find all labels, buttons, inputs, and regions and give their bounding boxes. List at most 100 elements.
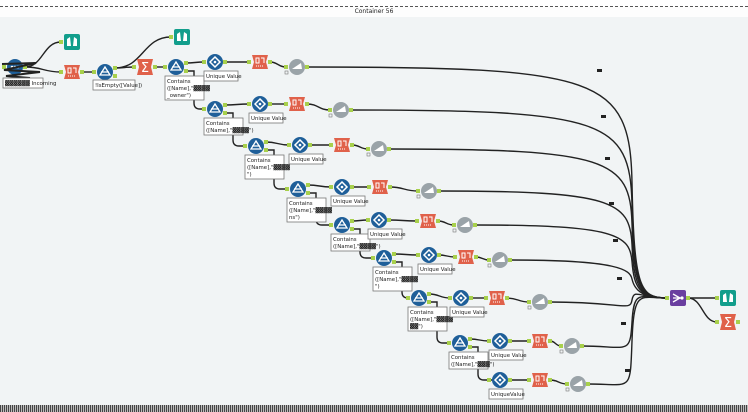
crosstab-tool[interactable] — [367, 180, 392, 194]
connection-anchor[interactable] — [468, 345, 472, 349]
unique-tool[interactable] — [202, 54, 227, 70]
unique-tool[interactable] — [366, 212, 391, 228]
connection-anchor[interactable] — [508, 258, 512, 262]
connection-anchor[interactable] — [388, 185, 392, 189]
output-tool[interactable] — [366, 141, 391, 157]
connection-anchor[interactable] — [305, 102, 309, 106]
connection-wire[interactable] — [389, 186, 419, 192]
connection-anchor[interactable] — [473, 223, 477, 227]
connection-wire[interactable] — [437, 220, 455, 226]
filter-tool[interactable] — [329, 217, 354, 233]
output-tool[interactable] — [487, 252, 512, 268]
connection-anchor[interactable] — [437, 189, 441, 193]
connection-wire[interactable] — [265, 141, 290, 146]
connection-wire[interactable] — [114, 66, 135, 69]
crosstab-tool[interactable] — [453, 250, 478, 264]
connection-anchor[interactable] — [436, 219, 440, 223]
connection-anchor[interactable] — [448, 296, 452, 300]
connection-anchor[interactable] — [416, 189, 420, 193]
connection-anchor[interactable] — [308, 143, 312, 147]
connection-anchor[interactable] — [169, 35, 173, 39]
connection-anchor[interactable] — [329, 223, 333, 227]
connection-wire[interactable] — [351, 144, 369, 150]
connection-wire[interactable] — [388, 219, 418, 222]
connection-anchor[interactable] — [268, 60, 272, 64]
connection-anchor[interactable] — [484, 296, 488, 300]
connection-anchor[interactable] — [548, 339, 552, 343]
unique-tool[interactable] — [416, 247, 441, 263]
connection-anchor[interactable] — [452, 223, 456, 227]
connection-wire[interactable] — [438, 254, 456, 258]
connection-anchor[interactable] — [559, 344, 563, 348]
connection-anchor[interactable] — [487, 378, 491, 382]
union-input-wire[interactable] — [388, 148, 668, 299]
connection-anchor[interactable] — [243, 144, 247, 148]
connection-wire[interactable] — [306, 103, 331, 111]
connection-anchor[interactable] — [329, 185, 333, 189]
connection-wire[interactable] — [186, 70, 204, 110]
connection-anchor[interactable] — [527, 339, 531, 343]
output-tool[interactable] — [416, 183, 441, 199]
connection-anchor[interactable] — [686, 296, 690, 300]
filter-tool[interactable] — [371, 250, 396, 266]
output-tool[interactable] — [559, 338, 584, 354]
filter-tool[interactable] — [163, 59, 188, 75]
unique-tool[interactable] — [287, 137, 312, 153]
connection-anchor[interactable] — [508, 339, 512, 343]
connection-anchor[interactable] — [92, 70, 96, 74]
connection-anchor[interactable] — [306, 191, 310, 195]
crosstab-tool[interactable] — [247, 55, 272, 69]
connection-anchor[interactable] — [59, 40, 63, 44]
filter-tool[interactable] — [92, 64, 117, 80]
connection-anchor[interactable] — [468, 337, 472, 341]
filter-tool[interactable] — [243, 138, 268, 154]
connection-anchor[interactable] — [223, 103, 227, 107]
connection-anchor[interactable] — [548, 300, 552, 304]
connection-wire[interactable] — [225, 112, 245, 147]
connection-anchor[interactable] — [453, 255, 457, 259]
unique-tool[interactable] — [487, 333, 512, 349]
browse-tool[interactable] — [169, 29, 190, 45]
output-tool[interactable] — [328, 102, 353, 118]
connection-anchor[interactable] — [366, 218, 370, 222]
connection-anchor[interactable] — [113, 74, 117, 78]
connection-anchor[interactable] — [264, 140, 268, 144]
connection-anchor[interactable] — [474, 255, 478, 259]
connection-anchor[interactable] — [350, 227, 354, 231]
connection-anchor[interactable] — [113, 66, 117, 70]
connection-anchor[interactable] — [427, 300, 431, 304]
connection-anchor[interactable] — [247, 102, 251, 106]
connection-anchor[interactable] — [284, 102, 288, 106]
connection-anchor[interactable] — [59, 70, 63, 74]
connection-anchor[interactable] — [665, 296, 669, 300]
connection-anchor[interactable] — [392, 260, 396, 264]
connection-anchor[interactable] — [416, 253, 420, 257]
connection-anchor[interactable] — [223, 60, 227, 64]
filter-tool[interactable] — [447, 335, 472, 351]
connection-anchor[interactable] — [2, 65, 6, 69]
crosstab-tool[interactable] — [329, 138, 354, 152]
connection-anchor[interactable] — [306, 183, 310, 187]
connection-anchor[interactable] — [350, 185, 354, 189]
connection-wire[interactable] — [393, 253, 419, 256]
connection-wire[interactable] — [24, 41, 62, 68]
connection-anchor[interactable] — [415, 219, 419, 223]
connection-anchor[interactable] — [580, 344, 584, 348]
filter-tool[interactable] — [406, 290, 431, 306]
connection-anchor[interactable] — [715, 296, 719, 300]
connection-wire[interactable] — [549, 379, 568, 385]
output-tool[interactable] — [565, 376, 590, 392]
crosstab-tool[interactable] — [484, 291, 509, 305]
output-tool[interactable] — [452, 217, 477, 233]
union-input-wire[interactable] — [306, 66, 668, 299]
connection-anchor[interactable] — [132, 65, 136, 69]
connection-wire[interactable] — [469, 338, 490, 342]
browse-tool[interactable] — [715, 290, 736, 306]
unique-tool[interactable] — [247, 96, 272, 112]
union-input-wire[interactable] — [438, 190, 668, 299]
select-tool[interactable] — [59, 65, 84, 79]
connection-anchor[interactable] — [548, 378, 552, 382]
connection-anchor[interactable] — [527, 378, 531, 382]
connection-anchor[interactable] — [715, 320, 719, 324]
connection-anchor[interactable] — [264, 148, 268, 152]
